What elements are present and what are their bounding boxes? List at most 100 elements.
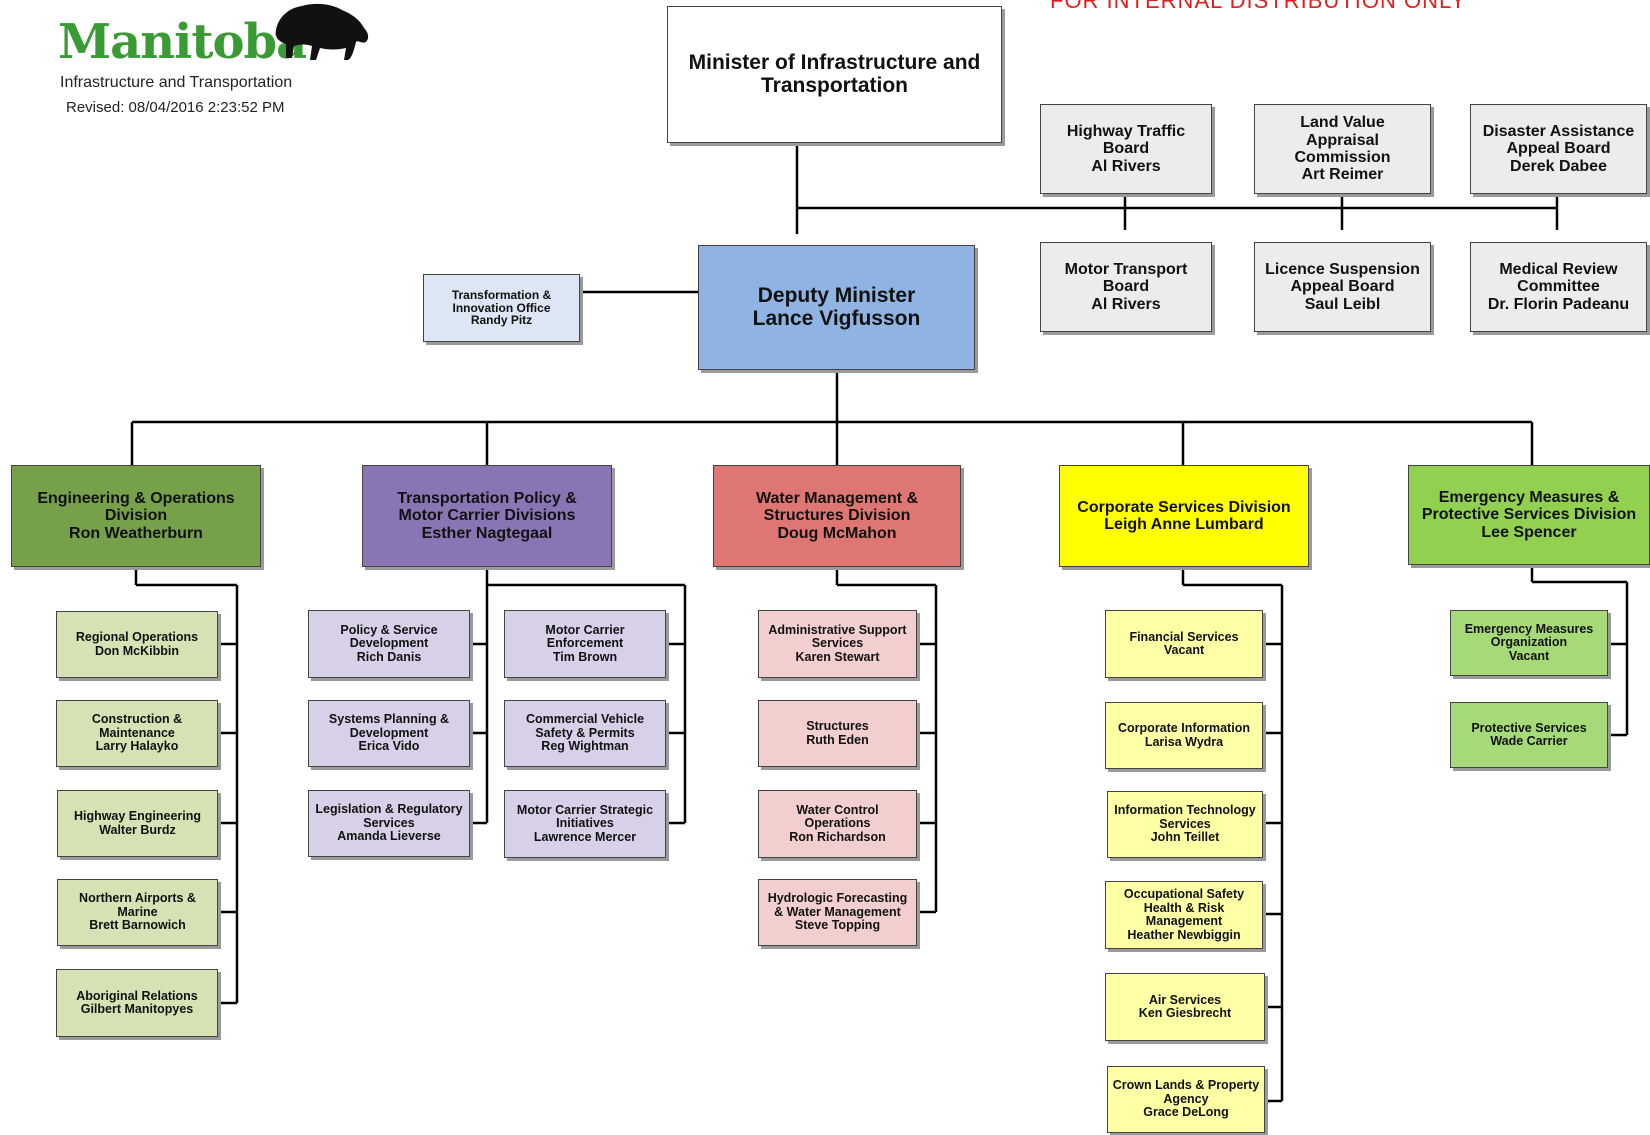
box-text-line: Dr. Florin Padeanu	[1487, 295, 1630, 313]
box-text-line: Appeal Board	[1506, 140, 1611, 158]
emergency-measures-division-box[interactable]: Emergency Measures &Protective Services …	[1408, 465, 1650, 565]
manitoba-logo-text: Manitoba	[58, 14, 307, 70]
box-text-line: Vacant	[1508, 648, 1550, 663]
box-text-line: Initiatives	[556, 816, 614, 831]
distribution-notice: FOR INTERNAL DISTRIBUTION ONLY	[1050, 0, 1467, 13]
bison-icon	[275, 3, 369, 60]
box-text-line: Water Control	[796, 802, 879, 817]
box-text-line: Lance Vigfusson	[752, 306, 921, 330]
box-text-line: & Water Management	[774, 904, 901, 919]
box-text-line: Wade Carrier	[1490, 734, 1568, 748]
box-text-line: Air Services	[1148, 992, 1222, 1007]
box-text: Emergency Measures &Protective Services …	[1422, 489, 1636, 541]
box-text-line: Grace DeLong	[1143, 1105, 1229, 1120]
box-text-line: Ron Weatherburn	[69, 524, 203, 542]
box-text-line: Leigh Anne Lumbard	[1104, 516, 1264, 533]
box-text-line: Saul Leibl	[1304, 295, 1381, 313]
box-text-line: Motor Carrier	[545, 622, 625, 637]
box-text-line: Committee	[1517, 278, 1600, 296]
box-text-line: Transportation	[760, 73, 908, 97]
box-text-line: Emergency Measures	[1464, 621, 1594, 636]
box-text: Transportation Policy &Motor Carrier Div…	[397, 490, 577, 542]
box-text-line: Organization	[1490, 635, 1568, 650]
box-text-line: Services	[811, 636, 864, 651]
box-text-line: Administrative Support	[768, 622, 907, 637]
box-text-line: Corporate Information	[1118, 721, 1250, 735]
box-text-line: Don McKibbin	[94, 643, 179, 658]
box-text-line: Development	[349, 725, 429, 740]
box-text-line: Regional Operations	[75, 630, 199, 644]
box-text-line: Structures	[806, 719, 869, 733]
hydrologic-forecasting-box[interactable]: Hydrologic Forecasting& Water Management…	[758, 879, 917, 946]
box-text-line: Heather Newbiggin	[1127, 927, 1241, 942]
box-text-line: Services	[363, 815, 415, 830]
transportation-policy-division-box[interactable]: Transportation Policy &Motor Carrier Div…	[362, 465, 612, 567]
box-text-line: Ken Giesbrecht	[1138, 1006, 1232, 1020]
box-text-line: Water Management &	[755, 490, 919, 508]
box-text-line: Tim Brown	[552, 649, 618, 664]
box-text-line: Esther Nagtegaal	[421, 524, 553, 542]
box-text-line: Crown Lands & Property	[1112, 1078, 1260, 1093]
box-text-line: Ruth Eden	[806, 732, 869, 747]
box-text-line: Larry Halayko	[95, 739, 179, 754]
box-text-line: Operations	[804, 816, 871, 831]
box-text-line: Protective Services Division	[1421, 506, 1637, 524]
box-text: Hydrologic Forecasting& Water Management…	[768, 892, 908, 933]
box-text-line: Northern Airports &	[79, 891, 196, 906]
box-text-line: Al Rivers	[1091, 295, 1161, 313]
box-text-line: Legislation & Regulatory	[315, 802, 463, 817]
box-text-line: Lawrence Mercer	[533, 829, 637, 844]
